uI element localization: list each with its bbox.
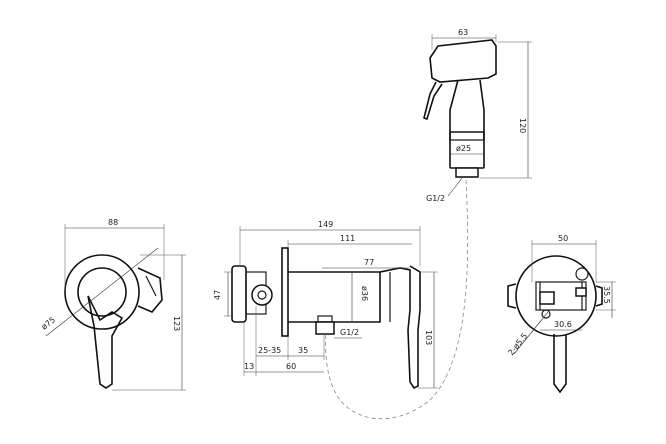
hand-spray-view: 63 120 ø25 G1/2 (423, 28, 532, 203)
dim-spray-width: 63 (458, 28, 468, 37)
dim-rear-holes: 2-ø5.5 (506, 332, 529, 358)
dim-rear-width: 50 (558, 234, 568, 243)
dim-side-body-diameter: ø36 (360, 286, 369, 301)
dim-side-35: 35 (298, 346, 308, 355)
rear-view: 50 35.5 30.6 2-ø5.5 (506, 234, 616, 394)
dim-side-13: 13 (244, 362, 254, 371)
front-view: 88 123 ø75 (40, 218, 186, 391)
dim-side-thread: G1/2 (340, 328, 359, 337)
dim-rear-offset: 30.6 (554, 320, 572, 329)
dim-side-pipe: 77 (364, 258, 374, 267)
dim-spray-height: 120 (518, 118, 527, 133)
dim-side-inlet-height: 47 (213, 290, 222, 300)
dim-spray-diameter: ø25 (456, 144, 471, 153)
dim-spray-thread: G1/2 (426, 194, 445, 203)
dim-side-60: 60 (286, 362, 296, 371)
dim-side-depth: 103 (424, 330, 433, 345)
hose-line (325, 179, 469, 419)
dim-front-height: 123 (172, 316, 181, 331)
dim-side-total: 149 (318, 220, 333, 229)
dim-side-body: 111 (340, 234, 355, 243)
dim-front-width: 88 (108, 218, 118, 227)
dim-rear-height: 35.5 (602, 286, 611, 304)
side-view: 149 111 77 47 ø36 G1/2 103 25-35 35 (213, 220, 438, 390)
dim-side-adjust: 25-35 (258, 346, 281, 355)
